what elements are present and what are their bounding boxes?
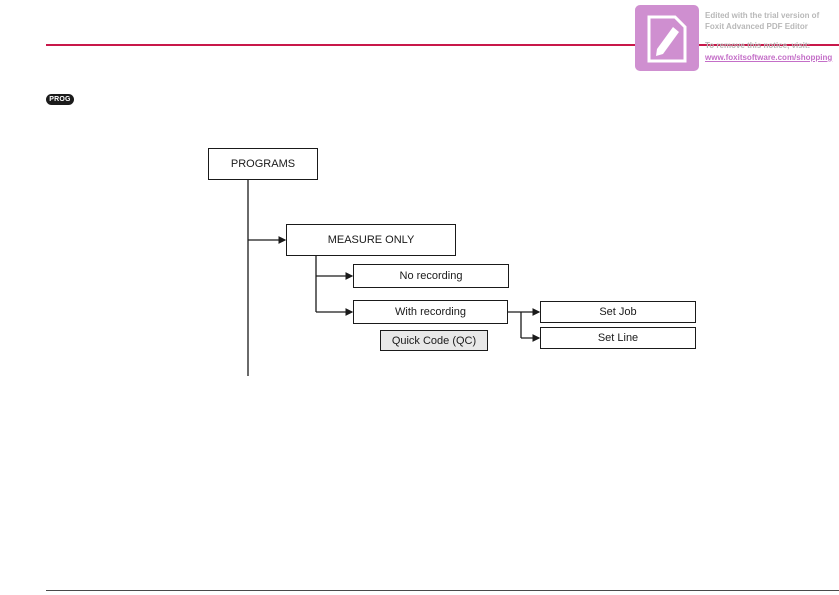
footer-rule xyxy=(46,590,839,591)
node-set-line: Set Line xyxy=(540,327,696,349)
node-with-recording: With recording xyxy=(353,300,508,324)
watermark-line-1: Edited with the trial version of xyxy=(705,11,819,21)
node-set-job: Set Job xyxy=(540,301,696,323)
node-quick-code: Quick Code (QC) xyxy=(380,330,488,351)
node-programs: PROGRAMS xyxy=(208,148,318,180)
watermark-line-2: Foxit Advanced PDF Editor xyxy=(705,22,808,31)
watermark-link[interactable]: www.foxitsoftware.com/shopping xyxy=(705,53,832,62)
watermark-line-3: To remove this notice, visit: xyxy=(705,41,810,50)
node-no-recording: No recording xyxy=(353,264,509,288)
foxit-logo-icon xyxy=(635,5,699,71)
foxit-watermark: Edited with the trial version of Foxit A… xyxy=(635,5,839,75)
node-measure-only: MEASURE ONLY xyxy=(286,224,456,256)
